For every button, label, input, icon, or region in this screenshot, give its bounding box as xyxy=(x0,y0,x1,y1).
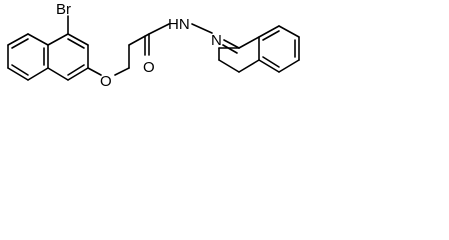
bond xyxy=(47,67,69,81)
molecule-structure: Br O O HN N xyxy=(7,1,300,90)
bond xyxy=(258,25,280,38)
bond xyxy=(11,64,29,76)
bond xyxy=(222,44,238,54)
bond xyxy=(238,59,260,73)
bond xyxy=(67,33,89,46)
bond xyxy=(11,38,29,49)
ether-oxygen-label: O xyxy=(100,73,112,90)
bond xyxy=(67,67,89,81)
bond xyxy=(7,67,29,81)
bond xyxy=(47,33,69,46)
bond xyxy=(67,64,85,76)
bond xyxy=(258,59,280,73)
bond xyxy=(278,59,300,73)
tetrahydronaphthalene-ring xyxy=(218,25,300,73)
bond xyxy=(191,23,213,34)
bond xyxy=(238,36,260,49)
bond xyxy=(148,23,170,35)
bond xyxy=(114,67,130,76)
bond xyxy=(218,59,240,73)
bond xyxy=(262,56,280,68)
bromine-label: Br xyxy=(56,1,71,18)
bond xyxy=(27,67,49,81)
bond xyxy=(223,39,240,49)
bond xyxy=(262,30,280,41)
bromonaphthalene-ring xyxy=(7,33,89,81)
bond xyxy=(128,33,150,46)
bond xyxy=(87,67,102,76)
bond xyxy=(67,38,85,49)
carbonyl-oxygen-label: O xyxy=(143,59,155,76)
bond xyxy=(7,33,29,46)
bond xyxy=(278,25,300,38)
hydrazide-nh-label: HN xyxy=(168,16,190,33)
bond xyxy=(27,33,49,46)
imine-nitrogen-label: N xyxy=(211,32,222,49)
